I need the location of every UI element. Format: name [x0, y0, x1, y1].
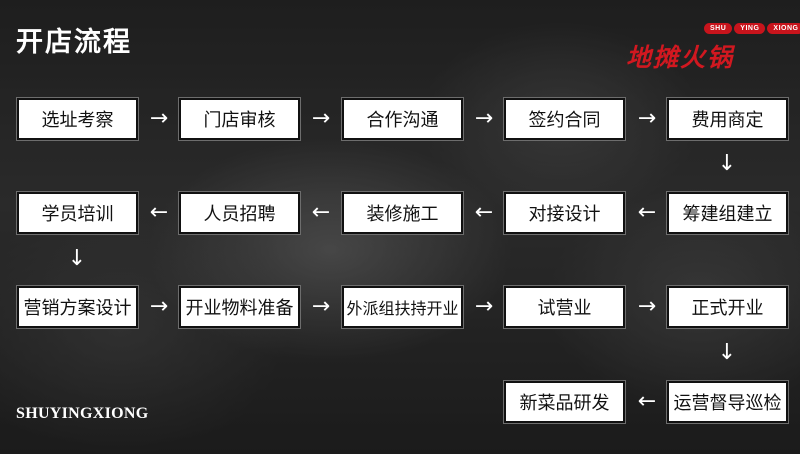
- arrow-left-icon: ←: [474, 200, 494, 225]
- logo-pills: SHU YING XIONG: [704, 23, 800, 34]
- step-design-docking: 对接设计: [504, 192, 625, 234]
- arrow-left-icon: ←: [637, 200, 657, 225]
- footer-brand-text: SHUYINGXIONG: [16, 405, 149, 422]
- step-new-dish-rd: 新菜品研发: [504, 381, 625, 423]
- step-operation-inspection: 运营督导巡检: [667, 381, 788, 423]
- step-recruitment: 人员招聘: [179, 192, 300, 234]
- step-trial-operation: 试营业: [504, 286, 625, 328]
- step-renovation: 装修施工: [342, 192, 463, 234]
- arrow-right-icon: →: [149, 294, 169, 319]
- step-official-opening: 正式开业: [667, 286, 788, 328]
- logo-pill-shu: SHU: [704, 23, 733, 34]
- logo-pill-xiong: XIONG: [767, 23, 800, 34]
- arrow-down-icon: ↓: [717, 151, 737, 176]
- arrow-right-icon: →: [637, 106, 657, 131]
- arrow-left-icon: ←: [637, 389, 657, 414]
- step-opening-materials: 开业物料准备: [179, 286, 300, 328]
- arrow-down-icon: ↓: [717, 340, 737, 365]
- logo-wordmark: 地摊火锅: [626, 43, 735, 72]
- arrow-left-icon: ←: [149, 200, 169, 225]
- arrow-right-icon: →: [474, 294, 494, 319]
- arrow-right-icon: →: [637, 294, 657, 319]
- step-site-survey: 选址考察: [17, 98, 138, 140]
- step-training: 学员培训: [17, 192, 138, 234]
- step-support-team: 外派组扶持开业: [342, 286, 463, 328]
- step-sign-contract: 签约合同: [504, 98, 625, 140]
- page-title: 开店流程: [16, 27, 132, 58]
- arrow-down-icon: ↓: [67, 246, 87, 271]
- step-store-review: 门店审核: [179, 98, 300, 140]
- step-fee-agreement: 费用商定: [667, 98, 788, 140]
- arrow-left-icon: ←: [311, 200, 331, 225]
- arrow-right-icon: →: [311, 294, 331, 319]
- arrow-right-icon: →: [474, 106, 494, 131]
- arrow-right-icon: →: [149, 106, 169, 131]
- step-marketing-plan: 营销方案设计: [17, 286, 138, 328]
- logo-pill-ying: YING: [734, 23, 766, 34]
- brand-logo: SHU YING XIONG 地摊火锅: [626, 20, 800, 72]
- step-team-setup: 筹建组建立: [667, 192, 788, 234]
- arrow-right-icon: →: [311, 106, 331, 131]
- step-cooperation-talk: 合作沟通: [342, 98, 463, 140]
